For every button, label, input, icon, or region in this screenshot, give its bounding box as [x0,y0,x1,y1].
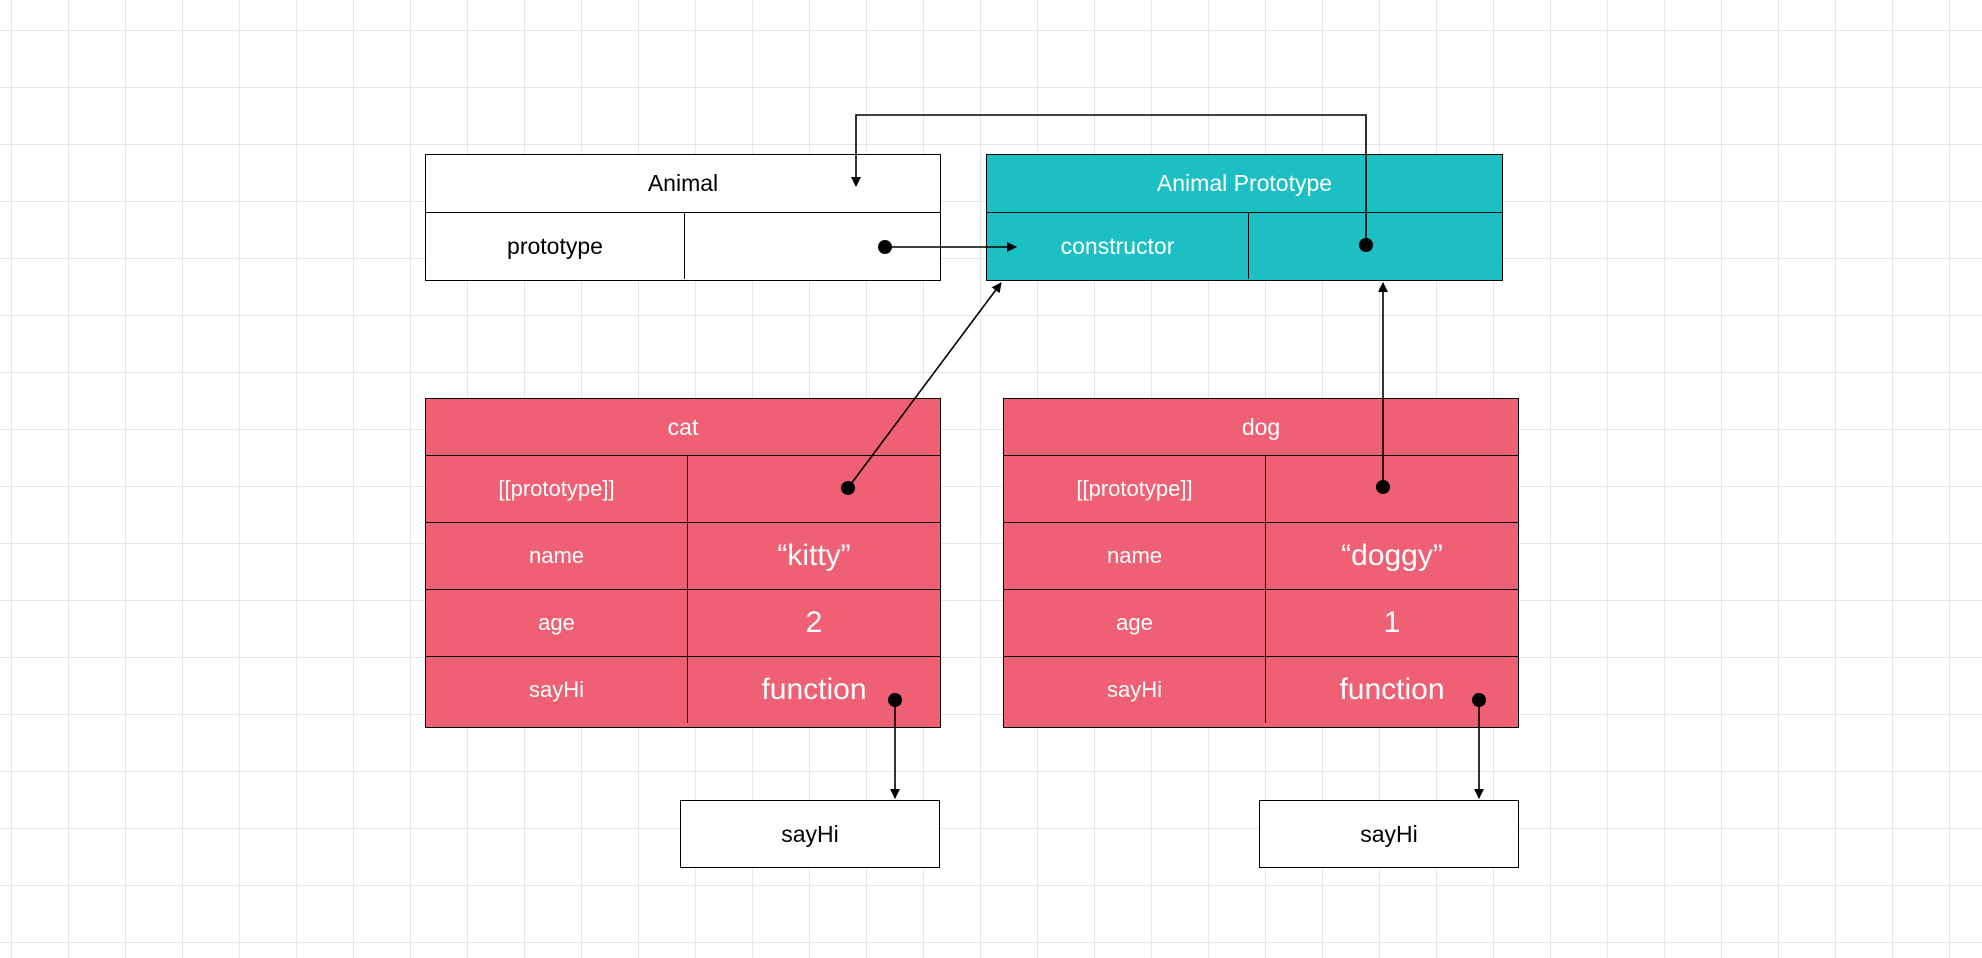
cat-title: cat [667,413,699,440]
dog-sayhi-value: function [1264,657,1518,723]
cat-prototype-key: [[prototype]] [498,476,615,501]
animal-prototype-title: Animal Prototype [1156,170,1333,196]
cat-age-value: 2 [686,590,940,656]
cat-name-key: name [528,543,585,568]
dog-sayhi-key: sayHi [1106,677,1162,702]
cat-sayhi-value: function [686,657,940,723]
cat-name-value: “kitty” [686,523,940,589]
animal-prototype-key: prototype [507,232,603,259]
cat-sayhi-function-box: sayHi [680,800,940,868]
cat-object-box: cat [[prototype]] name “kitty” age 2 say… [425,398,941,728]
dog-prototype-value [1264,456,1518,522]
constructor-value [1247,213,1502,279]
constructor-key: constructor [1060,232,1175,259]
dog-age-key: age [1116,610,1153,635]
animal-title: Animal [647,170,719,196]
animal-box: Animal prototype [425,154,941,281]
dog-title: dog [1241,413,1281,440]
cat-age-key: age [538,610,575,635]
cat-prototype-value [686,456,940,522]
dog-name-key: name [1106,543,1163,568]
dog-age-value: 1 [1264,590,1518,656]
animal-prototype-value [684,213,940,279]
cat-sayhi-key: sayHi [528,677,584,702]
animal-prototype-box: Animal Prototype constructor [986,154,1503,281]
dog-object-box: dog [[prototype]] name “doggy” age 1 say… [1003,398,1519,728]
dog-sayhi-function-box: sayHi [1259,800,1519,868]
dog-name-value: “doggy” [1264,523,1518,589]
dog-prototype-key: [[prototype]] [1076,476,1193,501]
